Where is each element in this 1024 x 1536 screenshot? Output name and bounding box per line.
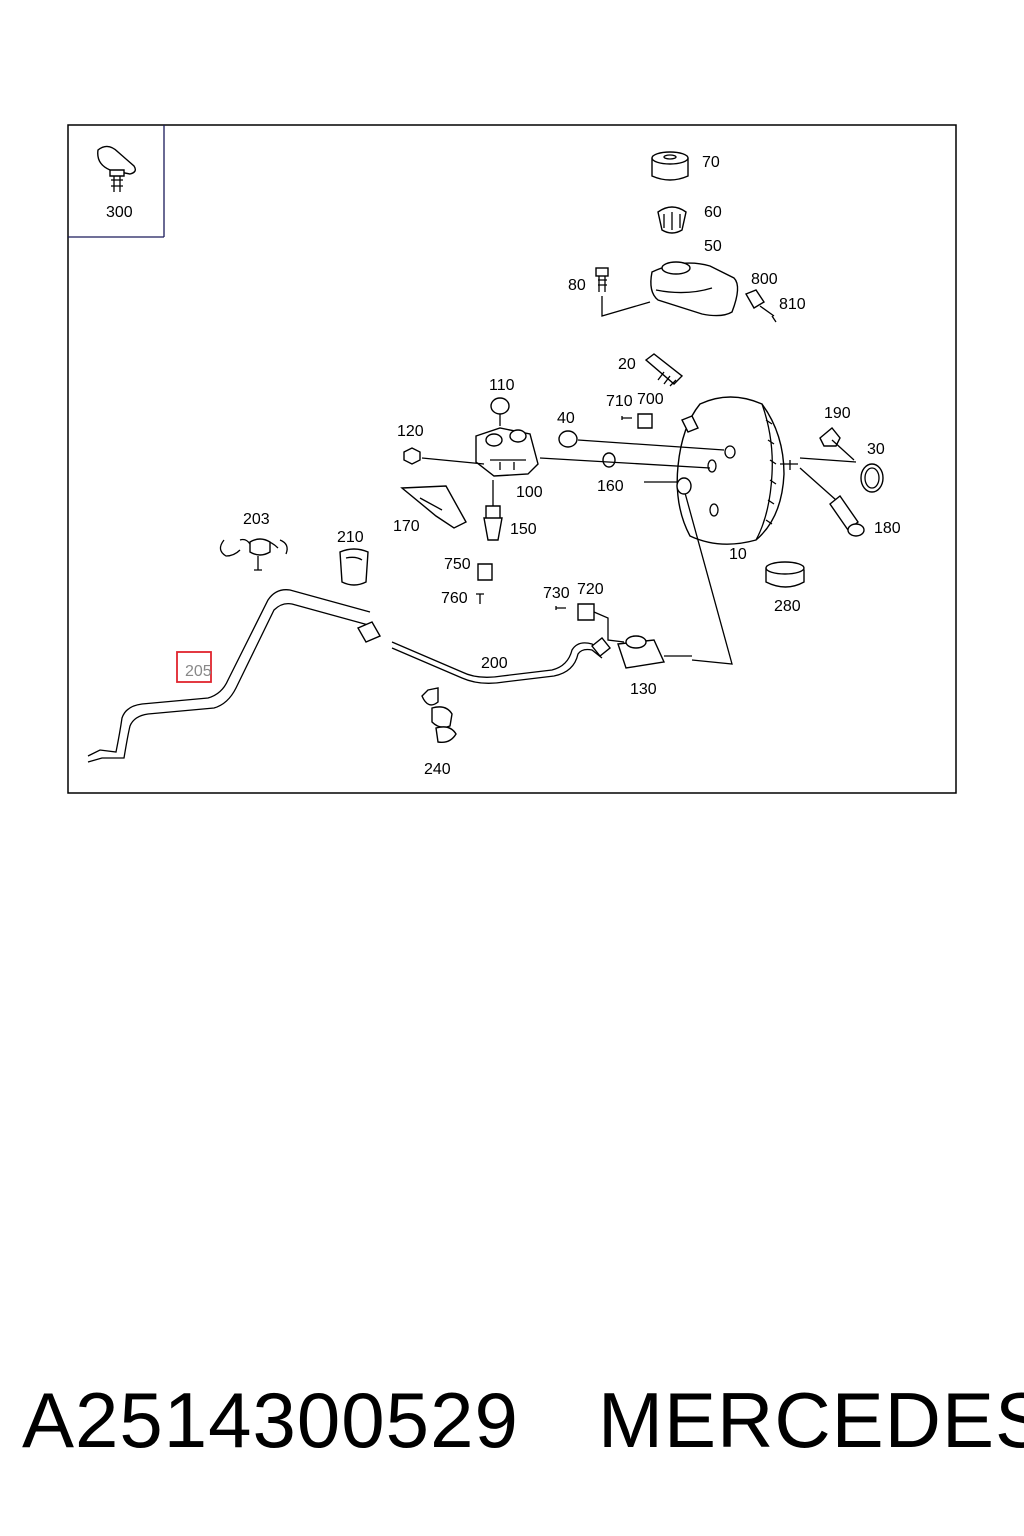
vacuum-hose-200-icon bbox=[391, 637, 611, 684]
label-800: 800 bbox=[751, 271, 778, 288]
reservoir-icon bbox=[650, 261, 739, 317]
label-80: 80 bbox=[568, 277, 586, 294]
label-750: 750 bbox=[444, 556, 471, 573]
plug-40-icon bbox=[558, 430, 578, 448]
label-40: 40 bbox=[557, 410, 575, 427]
filter-60-icon bbox=[657, 206, 687, 234]
clip-750-icon bbox=[477, 563, 493, 581]
bracket-190-icon bbox=[819, 427, 841, 447]
label-170: 170 bbox=[393, 518, 420, 535]
bracket-170-icon bbox=[400, 485, 467, 529]
label-760: 760 bbox=[441, 590, 468, 607]
label-730: 730 bbox=[543, 585, 570, 602]
label-110: 110 bbox=[489, 377, 515, 394]
seal-160-icon bbox=[602, 452, 616, 468]
sensor-800-icon bbox=[744, 289, 777, 323]
label-810: 810 bbox=[779, 296, 806, 313]
label-700: 700 bbox=[637, 391, 664, 408]
parts-diagram: 300 70 60 50 800 810 80 20 bbox=[67, 124, 957, 794]
cap-70-icon bbox=[651, 151, 689, 181]
brand-name: MERCEDES bbox=[598, 1376, 1024, 1464]
screw-760-icon bbox=[476, 593, 484, 604]
label-710: 710 bbox=[606, 393, 633, 410]
pin-20-icon bbox=[644, 353, 684, 387]
label-160: 160 bbox=[597, 478, 624, 495]
grommet-280-icon bbox=[765, 561, 805, 588]
inset-box-300: 300 bbox=[68, 125, 165, 238]
master-cylinder-icon bbox=[475, 427, 539, 477]
label-70: 70 bbox=[702, 154, 720, 171]
vacuum-line-205-icon bbox=[87, 589, 381, 763]
label-120: 120 bbox=[397, 423, 424, 440]
label-180: 180 bbox=[874, 520, 901, 537]
check-valve-700-icon bbox=[621, 413, 699, 433]
highlight-box-205 bbox=[176, 651, 212, 683]
label-200: 200 bbox=[481, 655, 508, 672]
cap-110-icon bbox=[490, 397, 510, 426]
label-10: 10 bbox=[729, 546, 747, 563]
label-150: 150 bbox=[510, 521, 537, 538]
label-720: 720 bbox=[577, 581, 604, 598]
label-20: 20 bbox=[618, 356, 636, 373]
label-60: 60 bbox=[704, 204, 722, 221]
label-280: 280 bbox=[774, 598, 801, 615]
label-50: 50 bbox=[704, 238, 722, 255]
label-205: 205 bbox=[185, 663, 212, 680]
clip-720-icon bbox=[555, 603, 625, 643]
label-300: 300 bbox=[106, 204, 133, 221]
label-240: 240 bbox=[424, 761, 451, 778]
clip-holder-203-icon bbox=[219, 538, 288, 571]
label-100: 100 bbox=[516, 484, 543, 501]
valve-130-icon bbox=[617, 635, 692, 669]
caption: A2514300529 MERCEDES bbox=[0, 1370, 1024, 1480]
label-190: 190 bbox=[824, 405, 851, 422]
sensor-150-icon bbox=[483, 480, 503, 541]
seal-ring-30-icon bbox=[860, 463, 884, 493]
clip-240-icon bbox=[421, 687, 457, 744]
label-130: 130 bbox=[630, 681, 657, 698]
label-30: 30 bbox=[867, 441, 885, 458]
bolt-80-icon bbox=[595, 267, 609, 292]
clip-icon bbox=[97, 145, 137, 192]
part-number: A2514300529 bbox=[22, 1376, 519, 1464]
clip-210-icon bbox=[339, 548, 369, 586]
nut-120-icon bbox=[403, 447, 421, 465]
bolt-180-icon bbox=[799, 467, 865, 537]
label-210: 210 bbox=[337, 529, 364, 546]
label-203: 203 bbox=[243, 511, 270, 528]
